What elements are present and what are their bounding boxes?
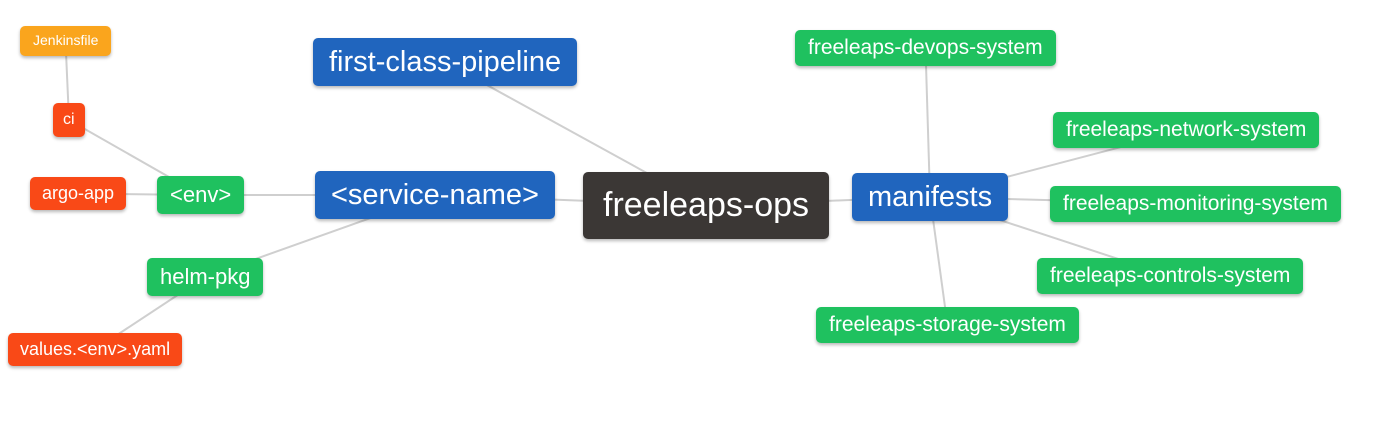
node-controls-system[interactable]: freeleaps-controls-system — [1037, 258, 1304, 295]
node-ci[interactable]: ci — [53, 103, 85, 137]
node-monitoring-system[interactable]: freeleaps-monitoring-system — [1050, 186, 1341, 223]
node-freeleaps-ops[interactable]: freeleaps-ops — [583, 172, 830, 239]
node-storage-system[interactable]: freeleaps-storage-system — [816, 307, 1079, 344]
node-env[interactable]: <env> — [157, 176, 245, 214]
node-argo-app[interactable]: argo-app — [30, 177, 127, 210]
node-devops-system[interactable]: freeleaps-devops-system — [795, 30, 1056, 67]
node-service-name[interactable]: <service-name> — [315, 171, 555, 220]
node-jenkinsfile[interactable]: Jenkinsfile — [20, 26, 112, 56]
node-values-env-yaml[interactable]: values.<env>.yaml — [8, 333, 183, 366]
node-manifests[interactable]: manifests — [852, 173, 1009, 222]
node-network-system[interactable]: freeleaps-network-system — [1053, 112, 1320, 149]
node-first-class-pipeline[interactable]: first-class-pipeline — [313, 38, 578, 87]
node-helm-pkg[interactable]: helm-pkg — [147, 258, 264, 296]
